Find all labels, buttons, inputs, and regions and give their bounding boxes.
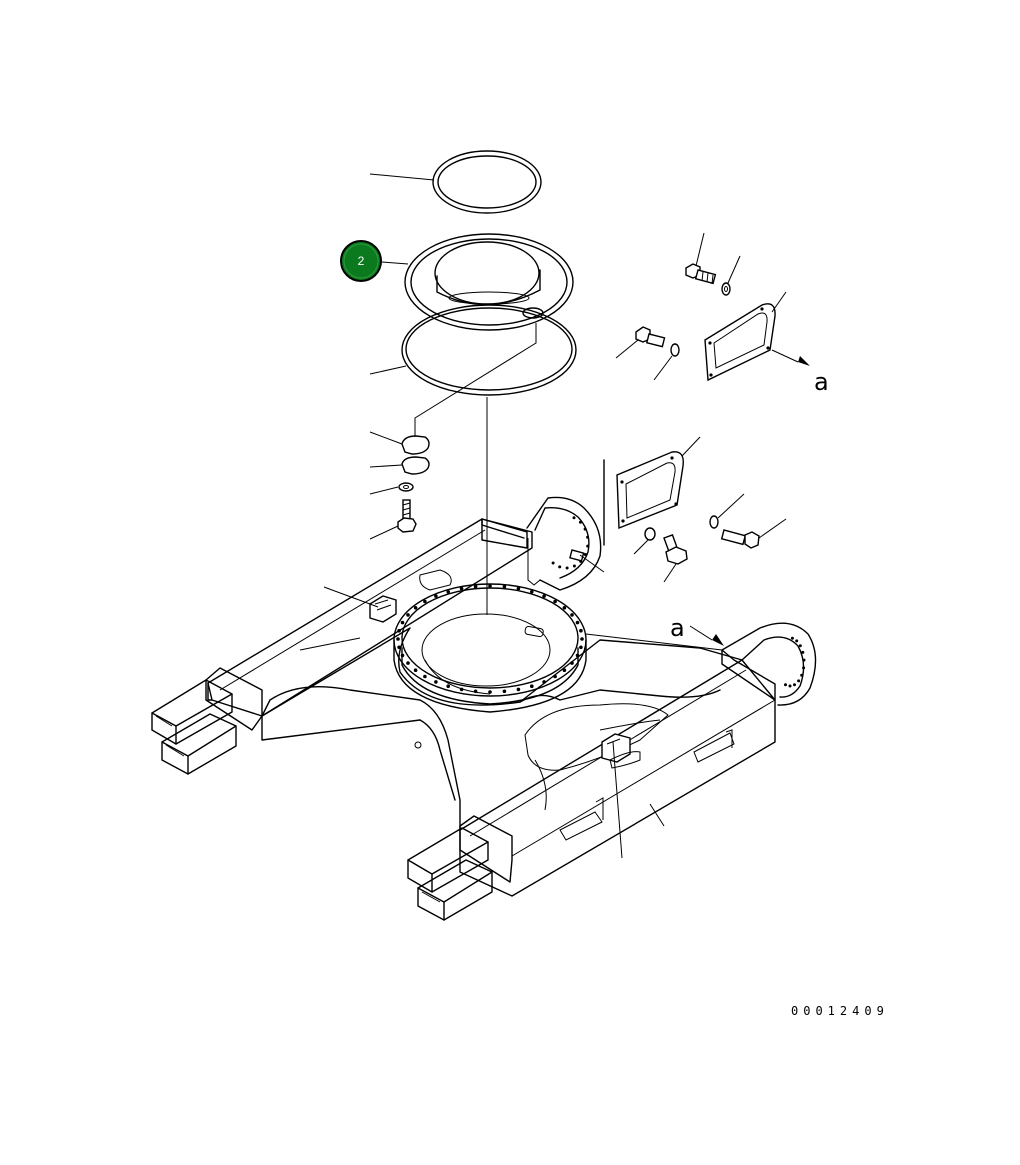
access-cover-upper bbox=[704, 303, 776, 382]
view-marker-upper: a bbox=[814, 368, 829, 396]
bolt-hole bbox=[423, 674, 427, 679]
bore-hole bbox=[793, 683, 796, 687]
bore-hole bbox=[578, 520, 582, 524]
bolt-hole bbox=[413, 668, 418, 672]
bolt-hole bbox=[553, 599, 557, 604]
lock-washer bbox=[398, 482, 414, 492]
bracket-left bbox=[369, 595, 397, 623]
bracket-right bbox=[601, 733, 631, 763]
bolt-hole bbox=[406, 661, 410, 665]
bore-hole bbox=[788, 684, 792, 688]
bolt-hole bbox=[397, 628, 401, 633]
bolt-hole bbox=[459, 687, 464, 692]
bolt-mid-right bbox=[720, 529, 760, 549]
bolt-hole bbox=[516, 687, 521, 692]
seal-ring bbox=[432, 150, 542, 214]
bolt-hole bbox=[570, 661, 574, 665]
bolt-hole bbox=[400, 653, 405, 658]
bore-hole bbox=[565, 566, 569, 570]
washer-upper-right bbox=[721, 282, 731, 296]
bore-hole bbox=[572, 516, 576, 520]
bolt-hole bbox=[397, 645, 401, 650]
bolt-hole bbox=[542, 594, 546, 598]
bolt-upper-left bbox=[635, 326, 666, 348]
bolt-hole bbox=[562, 668, 567, 672]
plate-connector-line bbox=[414, 323, 537, 440]
bolt-hole bbox=[473, 689, 478, 694]
bore-hole bbox=[801, 650, 805, 654]
bolt-hole bbox=[423, 599, 427, 604]
callout-number: 2 bbox=[358, 254, 365, 268]
bolt-hole bbox=[502, 584, 507, 589]
bolt-hole bbox=[570, 613, 574, 617]
small-gasket bbox=[401, 456, 430, 475]
bolt-hole bbox=[396, 637, 400, 641]
leader-lines bbox=[323, 173, 787, 859]
callout-2[interactable]: 2 bbox=[340, 240, 382, 282]
bolt-hole bbox=[530, 684, 534, 688]
bolt-hole bbox=[400, 620, 405, 625]
gasket-ring bbox=[401, 304, 577, 396]
drawing-code: 00012409 bbox=[791, 1004, 889, 1018]
bolt-hole bbox=[406, 613, 410, 617]
washer-mid-left bbox=[644, 527, 656, 541]
bolt-hole bbox=[502, 689, 507, 694]
bolt-hole bbox=[562, 606, 567, 610]
view-arrow-lower bbox=[689, 625, 724, 646]
bolt-hole bbox=[488, 584, 492, 588]
bore-hole bbox=[797, 679, 801, 683]
bolt-hole bbox=[413, 606, 418, 610]
washer-mid-right bbox=[709, 515, 719, 529]
small-cover-plate bbox=[401, 435, 430, 455]
access-cover-lower bbox=[603, 451, 684, 546]
bolt-hole bbox=[575, 620, 580, 625]
bore-hole bbox=[802, 666, 806, 670]
cover-plate bbox=[404, 233, 574, 331]
bore-hole bbox=[790, 636, 794, 640]
bore-hole bbox=[558, 565, 562, 569]
bore-hole bbox=[802, 658, 806, 662]
frame-end-left bbox=[151, 679, 237, 775]
bolt-hole bbox=[553, 674, 557, 679]
washer-upper-left bbox=[670, 343, 680, 357]
yoke-bolt bbox=[569, 549, 585, 562]
bore-hole bbox=[583, 553, 587, 556]
bolt-hole bbox=[542, 680, 546, 684]
bore-hole bbox=[586, 544, 590, 548]
bore-hole bbox=[572, 564, 576, 568]
bolt-hole bbox=[446, 684, 451, 688]
bolt-hole bbox=[516, 586, 521, 591]
bolt-hole bbox=[530, 590, 534, 594]
bolt-hole bbox=[580, 637, 584, 641]
bolt-hole bbox=[579, 645, 583, 650]
bolt-hole bbox=[459, 586, 464, 591]
view-marker-lower: a bbox=[670, 614, 685, 642]
bolt-hole bbox=[473, 584, 478, 589]
swing-circle-bolt-holes bbox=[396, 516, 806, 694]
frame-end-right bbox=[407, 827, 493, 921]
swing-circle bbox=[393, 583, 587, 713]
track-frame bbox=[205, 496, 817, 897]
view-arrow-upper bbox=[771, 349, 810, 366]
bore-hole bbox=[795, 639, 799, 643]
bolt-hole bbox=[575, 653, 580, 658]
bolt-hole bbox=[488, 690, 492, 694]
bore-hole bbox=[586, 535, 590, 539]
hex-bolt bbox=[397, 499, 417, 533]
right-member-openings bbox=[559, 729, 735, 841]
bolt-hole bbox=[579, 628, 583, 633]
bolt-hole bbox=[434, 594, 438, 598]
bore-hole bbox=[551, 561, 555, 565]
bolt-mid-left bbox=[663, 534, 688, 565]
bore-hole bbox=[784, 683, 787, 687]
bolt-hole bbox=[434, 680, 438, 684]
bore-hole bbox=[800, 673, 804, 677]
bore-hole bbox=[583, 527, 587, 531]
bore-hole bbox=[798, 644, 802, 648]
bolt-hole bbox=[446, 590, 451, 594]
bolt-upper-right bbox=[685, 263, 717, 285]
